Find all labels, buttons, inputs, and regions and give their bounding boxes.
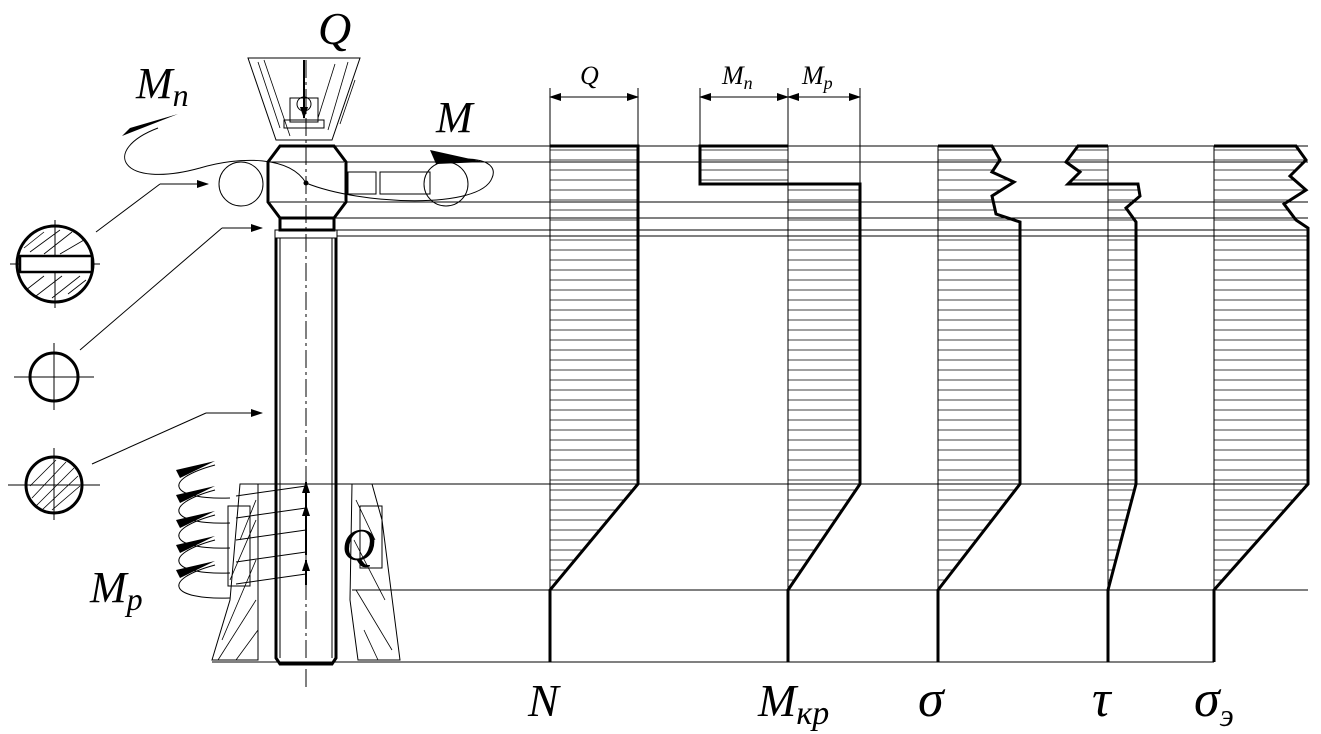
m-n-moment-arrow — [122, 114, 307, 207]
diagram-outline — [1063, 144, 1142, 662]
bolt-drawing — [8, 57, 494, 690]
section-shank — [8, 409, 263, 520]
m-p-spiral-arrows — [176, 461, 231, 599]
diagram-outline — [1212, 144, 1310, 662]
bolt-head — [266, 144, 348, 220]
title-sigma-e: σэ — [1194, 671, 1234, 733]
dim-label-q: Q — [580, 61, 599, 90]
section-neck — [14, 224, 263, 410]
dim-label-m-p: Mр — [801, 61, 833, 93]
diagram-outline — [936, 144, 1022, 662]
diagram-sigma-e — [1212, 144, 1310, 662]
section-head — [10, 180, 209, 308]
m-moment-arrow — [305, 150, 494, 207]
diagram-n — [548, 144, 640, 662]
dim-label-m-n: Mп — [721, 61, 753, 93]
title-sigma: σ — [918, 671, 946, 728]
dimension-lines — [549, 88, 861, 184]
diagram-sigma — [936, 144, 1022, 662]
label-m-n: Mп — [135, 59, 189, 113]
diagram-outline — [548, 144, 640, 662]
label-q-bottom: Q — [342, 519, 375, 570]
diagram-tau — [1063, 144, 1142, 662]
stress-diagrams — [548, 144, 1310, 662]
diagram-m-kr — [698, 144, 862, 662]
label-m-p: Mр — [89, 563, 143, 617]
label-q-top: Q — [318, 3, 351, 54]
title-m-kr: Mкр — [757, 675, 829, 732]
projection-lines — [240, 145, 1308, 663]
label-m: M — [435, 93, 475, 142]
section-views — [8, 180, 263, 520]
diagram-outline — [698, 144, 862, 662]
title-tau: τ — [1092, 671, 1113, 728]
upper-cone — [247, 57, 361, 141]
title-n: N — [527, 675, 561, 726]
